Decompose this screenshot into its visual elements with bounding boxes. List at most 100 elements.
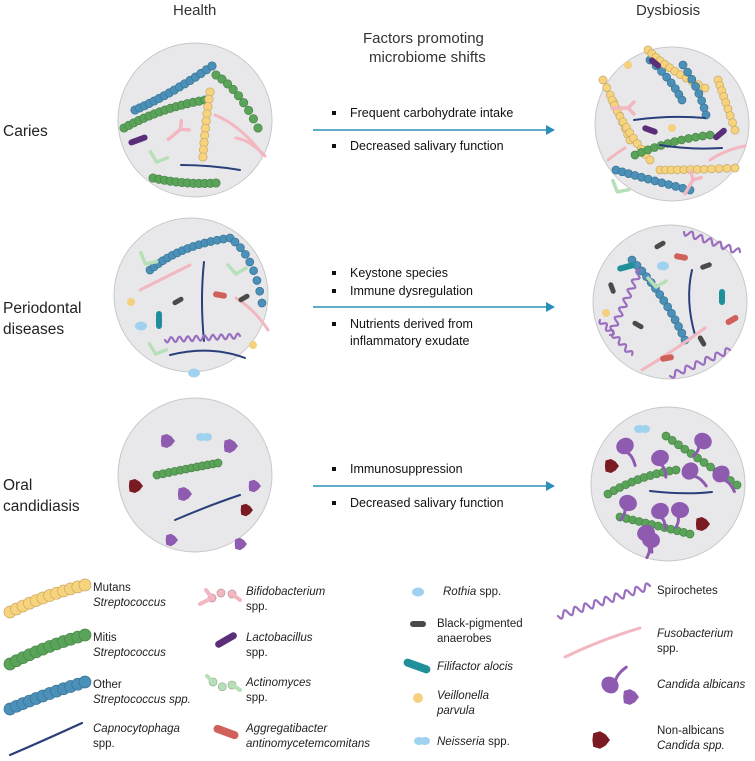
candida-yeast [248, 479, 261, 493]
legend-aggregatibacter-icon [213, 724, 239, 740]
actino-branch [205, 674, 242, 692]
bifido-body [683, 169, 703, 196]
health-candidiasis-circle [117, 397, 273, 553]
legend-spirochete-icon [556, 582, 652, 620]
coccus [691, 132, 700, 142]
candida-hypha [619, 494, 637, 522]
lactobacillus [128, 134, 148, 146]
cell [640, 425, 650, 433]
veillonella [624, 61, 632, 69]
rod-body [215, 632, 237, 648]
mutans-streptococcus-chain [198, 87, 215, 162]
cell [420, 737, 430, 745]
actinomyces [139, 250, 159, 266]
rod-body [608, 282, 616, 294]
hypha-tube [645, 544, 651, 560]
other-streptococcus-chain [145, 233, 235, 275]
non-albicans-candida [240, 503, 253, 517]
candida-hypha [671, 501, 689, 530]
coccus [645, 155, 655, 165]
mitis-streptococcus-chain [603, 465, 681, 499]
capnocytophaga [633, 115, 706, 121]
coccus [697, 96, 707, 106]
hypha-tube [613, 665, 628, 684]
coccus [677, 95, 687, 105]
factor-item: Decreased salivary function [332, 138, 504, 155]
legend-black-pigmented-icon [410, 621, 426, 627]
factor-item: Frequent carbohydrate intake [332, 105, 513, 122]
non-albicans-candida [128, 479, 143, 493]
coccus [714, 164, 724, 174]
coccus [244, 105, 254, 115]
bifido-body [610, 100, 636, 116]
candida-hypha [681, 462, 708, 488]
coccus [705, 130, 715, 140]
coccus [662, 72, 672, 82]
aggregatibacter [213, 291, 227, 299]
coccus [213, 458, 223, 468]
rod-body [642, 125, 658, 135]
coccus [661, 431, 671, 441]
veillonella [668, 124, 676, 132]
coccus [233, 91, 244, 101]
hypha-tube [658, 515, 667, 530]
actinomyces [226, 263, 248, 276]
coccus [216, 588, 226, 598]
legend-non-albicans-icon [592, 731, 610, 749]
coccus [217, 682, 227, 692]
lactobacillus [642, 125, 658, 135]
rod-body [410, 621, 426, 627]
coccus [211, 178, 221, 188]
row-label-caries: Caries [3, 123, 48, 140]
rod-body [403, 658, 431, 674]
rod-body [654, 240, 666, 250]
coccus [78, 578, 92, 592]
bifidobacterium [683, 169, 703, 196]
rothia [135, 321, 147, 331]
spirochete [682, 230, 742, 254]
coccus [198, 152, 208, 162]
capnocytophaga [688, 269, 696, 336]
coccus [730, 125, 740, 135]
factor-item: Nutrients derived from [332, 316, 473, 333]
coccus [699, 103, 709, 113]
legend-spirochetes: Spirochetes [657, 585, 718, 597]
coccus [655, 290, 665, 299]
hypha-tube [691, 443, 701, 458]
candida-hypha [712, 465, 736, 493]
spirochete [668, 347, 732, 379]
candida-yeast [177, 487, 192, 501]
legend-veillonella-icon [413, 693, 423, 703]
coccus [706, 462, 715, 472]
factor-item: Keystone species [332, 265, 448, 282]
bifidobacterium [166, 118, 191, 142]
coccus [223, 79, 233, 89]
rod-body [674, 253, 688, 261]
coccus [253, 123, 263, 133]
candida-yeast [234, 537, 247, 551]
capnocytophaga [169, 349, 246, 359]
coccus [228, 84, 238, 95]
hypha-tube [624, 450, 637, 468]
dysbiosis-candidiasis-circle [590, 406, 746, 562]
legend-candida-hypha-icon [601, 665, 628, 694]
coccus [78, 675, 92, 689]
hypha-tube [721, 478, 736, 493]
factors-header-line2: microbiome shifts [369, 49, 486, 66]
legend-filifactor-icon [403, 658, 431, 674]
black-pigmented-anaerobe [238, 293, 250, 303]
legend-mutans-icon [3, 578, 92, 619]
veillonella [602, 309, 610, 317]
coccus [685, 529, 695, 539]
caries-arrow [313, 125, 555, 135]
fusobacterium [708, 144, 747, 162]
candida-yeast [223, 439, 238, 453]
legend-rothia-icon [412, 587, 424, 597]
